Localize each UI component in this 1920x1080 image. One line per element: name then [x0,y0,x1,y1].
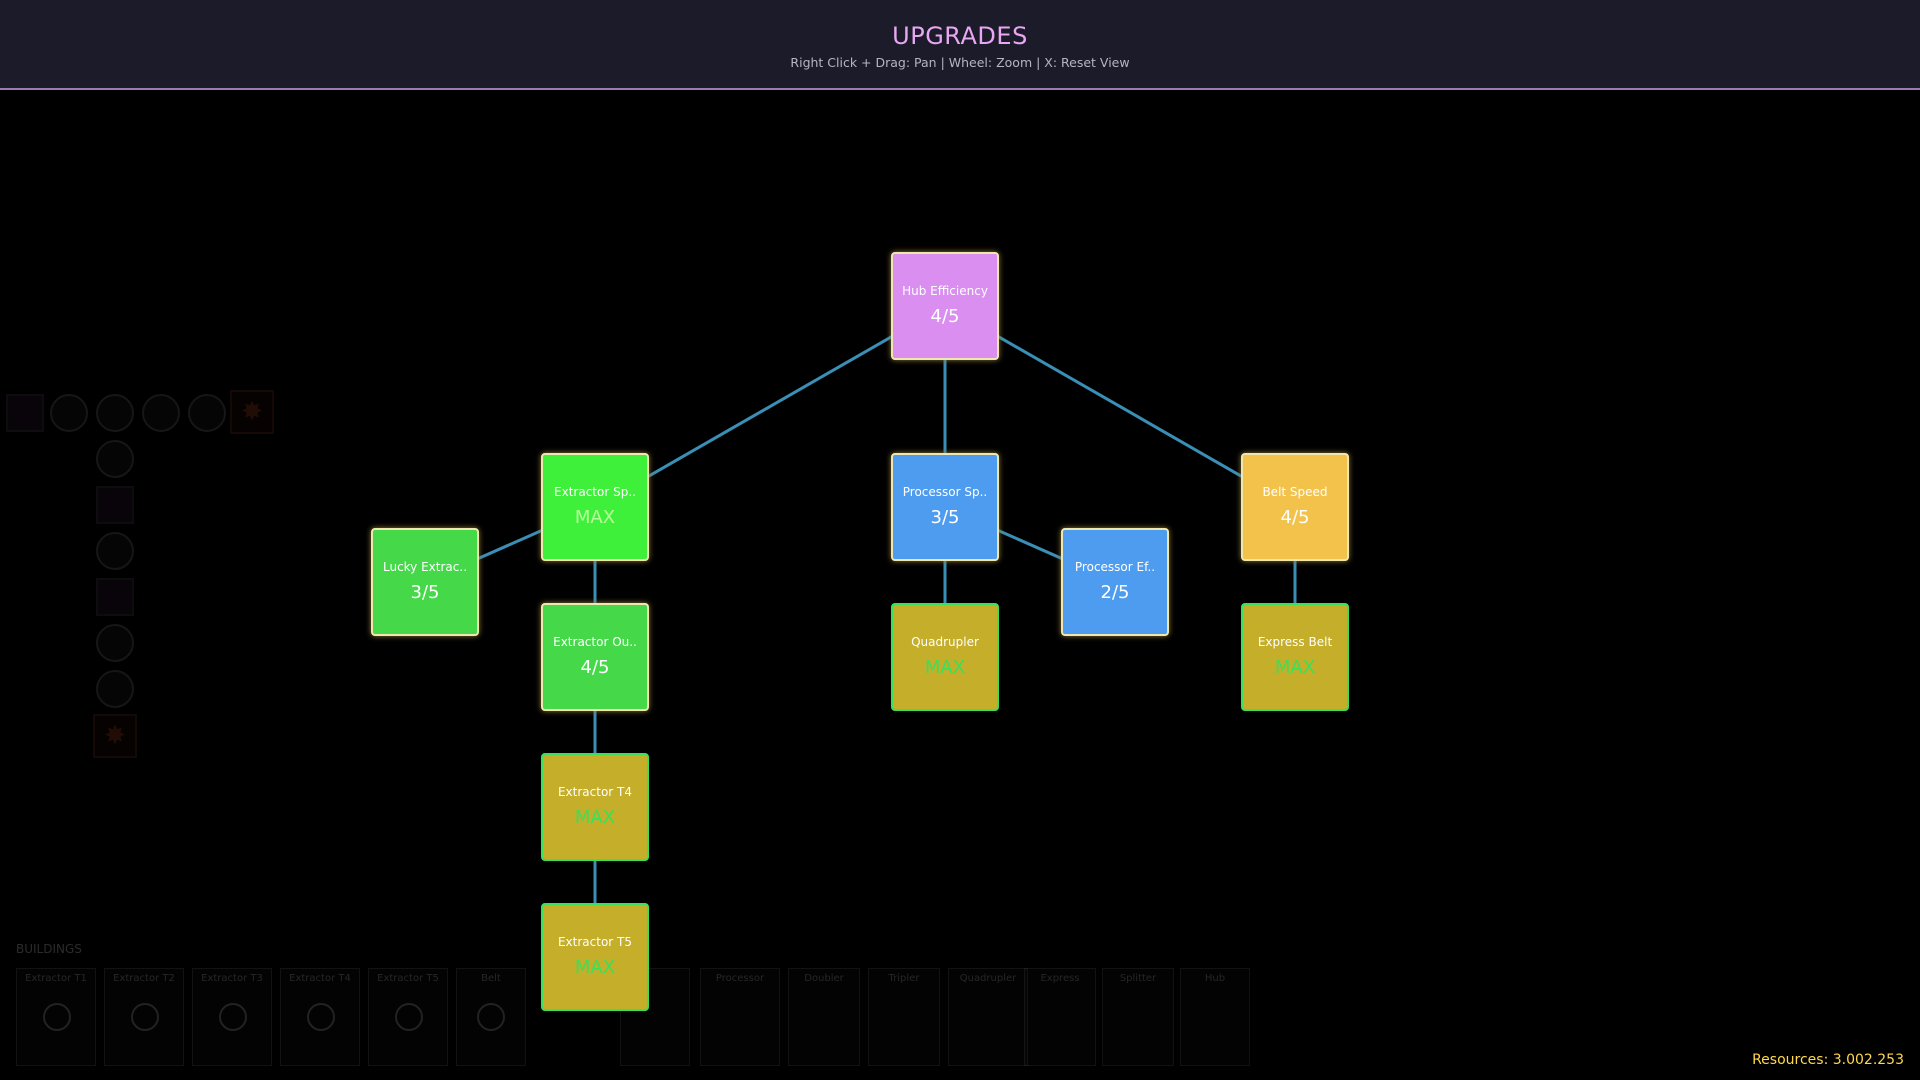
page-title: UPGRADES [892,22,1028,50]
ghost-build-slot: Tripler [868,968,940,1066]
ghost-building-icon [96,578,134,616]
ghost-hub-icon: ✸ [230,390,274,434]
upgrade-level: MAX [1274,657,1316,678]
ghost-building-icon [142,394,180,432]
ghost-building-icon [96,670,134,708]
ghost-building-icon [96,394,134,432]
upgrade-name: Quadrupler [911,635,979,649]
ghost-building-icon [6,394,44,432]
upgrade-node-extractor-output[interactable]: Extractor Ou.. 4/5 [541,603,649,711]
ghost-build-slot: Extractor T3 [192,968,272,1066]
resources-counter: Resources: 3.002.253 [1752,1052,1904,1068]
upgrade-level: MAX [574,807,616,828]
ghost-build-slot: Express [1024,968,1096,1066]
upgrade-node-processor-speed[interactable]: Processor Sp.. 3/5 [891,453,999,561]
upgrade-level: 4/5 [580,657,610,678]
buildings-bar-label: BUILDINGS [16,942,82,956]
upgrade-level: 4/5 [930,306,960,327]
upgrade-level: 3/5 [930,507,960,528]
upgrade-name: Processor Sp.. [902,485,988,499]
upgrade-node-belt-speed[interactable]: Belt Speed 4/5 [1241,453,1349,561]
upgrade-name: Extractor T5 [557,935,633,949]
ghost-build-slot: Doubler [788,968,860,1066]
upgrade-node-processor-efficiency[interactable]: Processor Ef.. 2/5 [1061,528,1169,636]
upgrade-name: Processor Ef.. [1074,560,1156,574]
ghost-build-slot: Belt [456,968,526,1066]
link-hub-extractor-speed [594,304,946,509]
ghost-build-slot: Extractor T2 [104,968,184,1066]
ghost-build-slot: Extractor T1 [16,968,96,1066]
upgrade-name: Lucky Extrac.. [382,560,468,574]
ghost-hub-icon: ✸ [93,714,137,758]
ghost-building-icon [188,394,226,432]
link-hub-belt-speed [944,304,1296,509]
upgrade-name: Extractor Ou.. [553,635,637,649]
upgrade-node-extractor-speed[interactable]: Extractor Sp.. MAX [541,453,649,561]
ghost-build-slot [620,968,690,1066]
upgrades-header: UPGRADES Right Click + Drag: Pan | Wheel… [0,0,1920,90]
upgrade-name: Extractor Sp.. [554,485,636,499]
upgrade-node-extractor-t5[interactable]: Extractor T5 MAX [541,903,649,1011]
upgrade-node-lucky-extractor[interactable]: Lucky Extrac.. 3/5 [371,528,479,636]
ghost-building-icon [96,486,134,524]
ghost-build-slot: Splitter [1102,968,1174,1066]
ghost-build-slot: Extractor T4 [280,968,360,1066]
ghost-building-icon [96,532,134,570]
ghost-build-slot: Extractor T5 [368,968,448,1066]
upgrade-node-hub-efficiency[interactable]: Hub Efficiency 4/5 [891,252,999,360]
upgrade-name: Extractor T4 [557,785,633,799]
upgrade-node-quadrupler[interactable]: Quadrupler MAX [891,603,999,711]
upgrade-name: Hub Efficiency [902,284,988,298]
upgrade-node-express-belt[interactable]: Express Belt MAX [1241,603,1349,711]
upgrade-level: MAX [574,957,616,978]
upgrade-level: 4/5 [1280,507,1310,528]
ghost-building-icon [96,624,134,662]
ghost-build-slot: Hub [1180,968,1250,1066]
ghost-build-slot: Processor [700,968,780,1066]
upgrade-name: Express Belt [1257,635,1333,649]
ghost-build-slot: Quadrupler [948,968,1028,1066]
upgrade-node-extractor-t4[interactable]: Extractor T4 MAX [541,753,649,861]
upgrade-name: Belt Speed [1262,485,1328,499]
controls-hint: Right Click + Drag: Pan | Wheel: Zoom | … [790,55,1130,70]
ghost-building-icon [96,440,134,478]
upgrade-level: MAX [924,657,966,678]
upgrade-level: 2/5 [1100,582,1130,603]
upgrade-level: 3/5 [410,582,440,603]
upgrade-level: MAX [574,507,616,528]
ghost-building-icon [50,394,88,432]
